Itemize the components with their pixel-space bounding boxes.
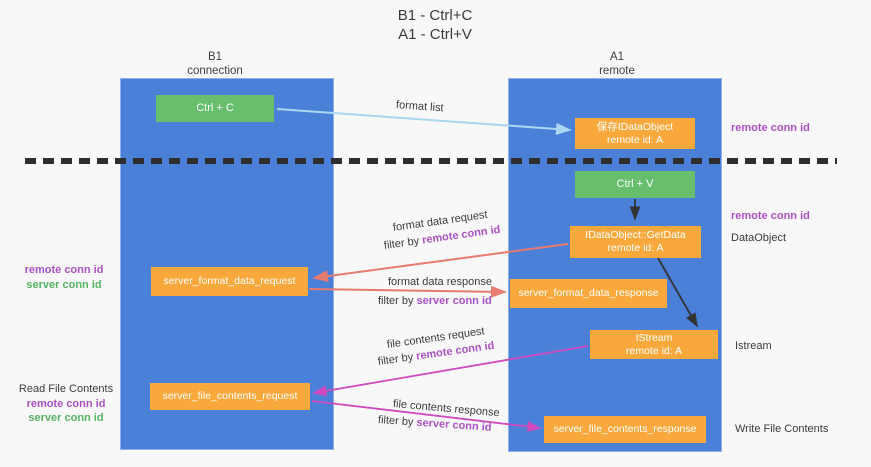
box-istream-line2: remote id: A: [625, 344, 683, 357]
box-save-idataobject: 保存IDataObject remote id: A: [575, 118, 695, 149]
box-istream: IStream remote id: A: [590, 330, 718, 359]
box-idataobject-getdata-line1: IDataObject::GetData: [585, 229, 686, 241]
filter-by-text: filter by: [377, 414, 414, 429]
box-server-file-contents-request: server_file_contents_request: [150, 383, 310, 410]
filter-key-server-conn-id: server conn id: [416, 416, 492, 434]
box-idataobject-getdata-line2: remote id: A: [607, 242, 664, 254]
diagram-title: B1 - Ctrl+C A1 - Ctrl+V: [320, 6, 550, 44]
lifeline-header-b1: B1 connection: [150, 50, 280, 78]
lifeline-b1-name: B1: [207, 51, 223, 63]
title-line-1: B1 - Ctrl+C: [397, 7, 473, 24]
annotation-istream: Istream: [735, 340, 772, 352]
box-ctrl-v-label: Ctrl + V: [616, 178, 654, 190]
annotation-remote-conn-id-mid: remote conn id: [731, 210, 810, 222]
label-filter-by-server-conn-id-1: filter by server conn id: [378, 295, 492, 307]
box-server-file-contents-request-label: server_file_contents_request: [162, 390, 298, 402]
box-ctrl-c: Ctrl + C: [156, 95, 274, 122]
box-server-file-contents-response: server_file_contents_response: [544, 416, 706, 443]
box-server-format-data-response-label: server_format_data_response: [518, 287, 659, 299]
annotation-remote-conn-id-top: remote conn id: [731, 122, 810, 134]
label-format-list: format list: [395, 99, 444, 115]
box-istream-line1: IStream: [635, 331, 673, 344]
filter-by-text: filter by: [377, 351, 414, 368]
lifeline-b1-subtitle: connection: [187, 65, 243, 77]
lifeline-header-a1: A1 remote: [552, 50, 682, 78]
box-server-file-contents-response-label: server_file_contents_response: [553, 423, 697, 435]
box-ctrl-v: Ctrl + V: [575, 171, 695, 198]
box-idataobject-getdata: IDataObject::GetData remote id: A: [570, 226, 701, 258]
title-line-2: A1 - Ctrl+V: [398, 26, 472, 43]
box-save-idataobject-line2: remote id: A: [606, 133, 664, 146]
annotation-write-file-contents: Write File Contents: [735, 423, 829, 435]
phase-separator-dashed-line: [25, 158, 837, 164]
box-server-format-data-response: server_format_data_response: [510, 279, 667, 308]
annotation-dataobject: DataObject: [731, 232, 787, 244]
annotation-server-conn-id-left-top: server conn id: [26, 279, 102, 291]
filter-key-server-conn-id: server conn id: [416, 295, 492, 307]
box-server-format-data-request: server_format_data_request: [151, 267, 308, 296]
annotation-group-read-file: Read File Contents remote conn id server…: [10, 382, 122, 426]
filter-by-text: filter by: [378, 295, 414, 307]
label-format-data-response: format data response: [388, 276, 492, 288]
lifeline-a1-subtitle: remote: [599, 65, 635, 77]
annotation-remote-conn-id-left-bottom: remote conn id: [26, 397, 106, 410]
arrow-format-data-response: [308, 285, 507, 298]
box-ctrl-c-label: Ctrl + C: [196, 102, 234, 114]
lifeline-a1-name: A1: [609, 51, 625, 63]
annotation-group-conn-ids-top: remote conn id server conn id: [14, 263, 114, 293]
box-server-format-data-request-label: server_format_data_request: [163, 275, 296, 287]
annotation-read-file-contents: Read File Contents: [18, 383, 114, 395]
filter-by-text: filter by: [383, 235, 420, 252]
box-save-idataobject-line1: 保存IDataObject: [596, 120, 674, 133]
annotation-server-conn-id-left-bottom: server conn id: [28, 412, 104, 424]
annotation-remote-conn-id-left-top: remote conn id: [24, 264, 104, 276]
